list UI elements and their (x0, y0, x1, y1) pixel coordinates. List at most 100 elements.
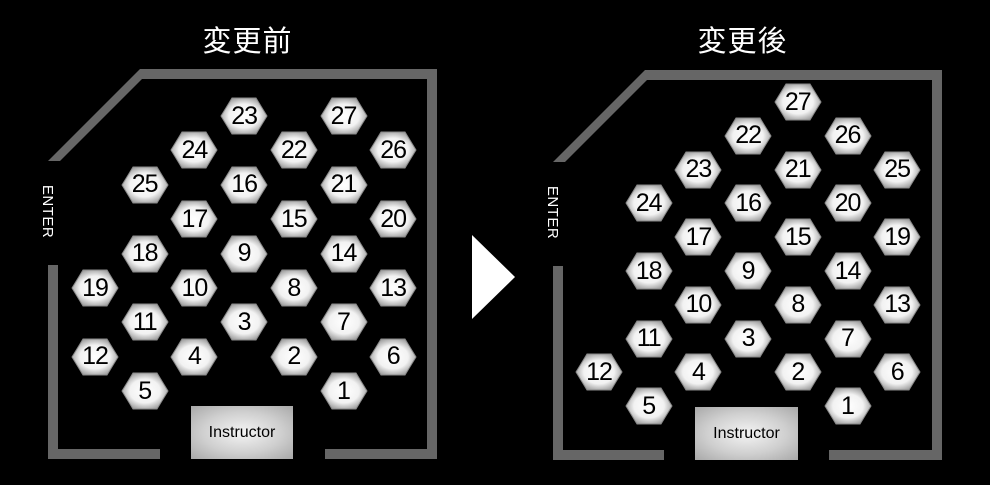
seat-21: 21 (774, 151, 822, 189)
hexagon-shape (319, 372, 368, 410)
hexagon-shape (575, 353, 623, 391)
seat-number: 24 (181, 135, 208, 164)
hexagon-shape (873, 151, 921, 189)
seat-2: 2 (270, 338, 318, 376)
seat-number: 5 (642, 391, 656, 420)
enter-label: ENTER (544, 185, 562, 240)
seat-24: 24 (170, 131, 218, 169)
seat-26: 26 (369, 131, 417, 169)
hexagon-shape (270, 200, 318, 238)
seat-18: 18 (121, 235, 169, 273)
seat-number: 9 (237, 239, 252, 268)
seat-18: 18 (625, 252, 673, 290)
seat-number: 6 (890, 357, 905, 386)
seat-number: 3 (237, 307, 252, 336)
seat-12: 12 (71, 338, 119, 376)
seat-12: 12 (575, 353, 623, 391)
seat-1: 1 (823, 387, 872, 425)
seat-number: 4 (187, 342, 202, 371)
seat-6: 6 (369, 338, 417, 376)
seat-number: 13 (884, 290, 911, 319)
seat-15: 15 (774, 218, 822, 256)
seat-number: 23 (685, 155, 712, 184)
seat-15: 15 (270, 200, 318, 238)
seat-number: 9 (741, 256, 756, 285)
seat-9: 9 (220, 235, 268, 273)
seat-number: 11 (636, 324, 662, 353)
hexagon-shape (774, 151, 822, 189)
seat-number: 20 (380, 204, 407, 233)
hexagon-shape (369, 269, 417, 307)
seat-number: 13 (380, 273, 407, 302)
hexagon-shape (220, 235, 268, 273)
hexagon-shape (823, 320, 872, 358)
hexagon-shape (873, 218, 921, 256)
seat-number: 23 (231, 101, 258, 130)
enter-label: ENTER (39, 184, 57, 239)
seat-27: 27 (319, 97, 368, 135)
seat-20: 20 (823, 184, 872, 222)
wall-top (645, 70, 942, 80)
hexagon-shape (170, 269, 218, 307)
hexagon-shape (319, 235, 368, 273)
seat-number: 22 (735, 121, 762, 150)
wall-bottom-left (553, 450, 664, 460)
wall-top (140, 69, 437, 79)
seat-1: 1 (319, 372, 368, 410)
seat-3: 3 (220, 303, 268, 341)
hexagon-shape (873, 286, 921, 324)
hexagon-shape (674, 151, 722, 189)
triangle-right-icon (472, 235, 515, 319)
hexagon-shape (625, 184, 673, 222)
seat-number: 19 (884, 222, 911, 251)
seat-23: 23 (220, 97, 268, 135)
hexagon-shape (674, 353, 722, 391)
hexagon-shape (319, 303, 368, 341)
seat-number: 4 (691, 357, 706, 386)
seat-25: 25 (873, 151, 921, 189)
hexagon-shape (319, 97, 368, 135)
hexagon-shape (674, 218, 722, 256)
wall-left (553, 266, 563, 460)
seat-number: 8 (791, 290, 805, 319)
hexagon-shape (823, 184, 872, 222)
seat-number: 18 (131, 239, 159, 268)
seat-19: 19 (71, 269, 119, 307)
hexagon-shape (369, 338, 417, 376)
seat-number: 8 (287, 273, 301, 302)
seat-number: 2 (791, 357, 805, 386)
hexagon-shape (625, 320, 673, 358)
hexagon-shape (220, 97, 268, 135)
hexagon-shape (724, 184, 772, 222)
wall-right (932, 70, 942, 460)
seat-26: 26 (823, 117, 872, 155)
seat-10: 10 (674, 286, 722, 324)
hexagon-shape (823, 252, 872, 290)
seat-5: 5 (625, 387, 673, 425)
seat-number: 15 (280, 204, 308, 233)
wall-diagonal (553, 70, 657, 162)
hexagon-shape (774, 353, 822, 391)
wall-bottom-right (829, 450, 942, 460)
hexagon-shape (121, 303, 169, 341)
wall-left (48, 265, 58, 459)
seat-number: 1 (841, 391, 855, 420)
seat-2: 2 (774, 353, 822, 391)
hexagon-shape (724, 117, 772, 155)
seat-27: 27 (774, 83, 822, 121)
seat-14: 14 (823, 252, 872, 290)
wall-right (427, 69, 437, 459)
hexagon-shape (220, 303, 268, 341)
instructor-desk: Instructor (695, 407, 798, 460)
hexagon-shape (71, 338, 119, 376)
seat-14: 14 (319, 235, 368, 273)
instructor-label: Instructor (713, 424, 780, 442)
seat-number: 11 (132, 307, 158, 336)
seat-number: 1 (337, 376, 351, 405)
hexagon-shape (270, 131, 318, 169)
seat-number: 2 (287, 342, 301, 371)
hexagon-shape (774, 286, 822, 324)
seat-25: 25 (121, 166, 169, 204)
